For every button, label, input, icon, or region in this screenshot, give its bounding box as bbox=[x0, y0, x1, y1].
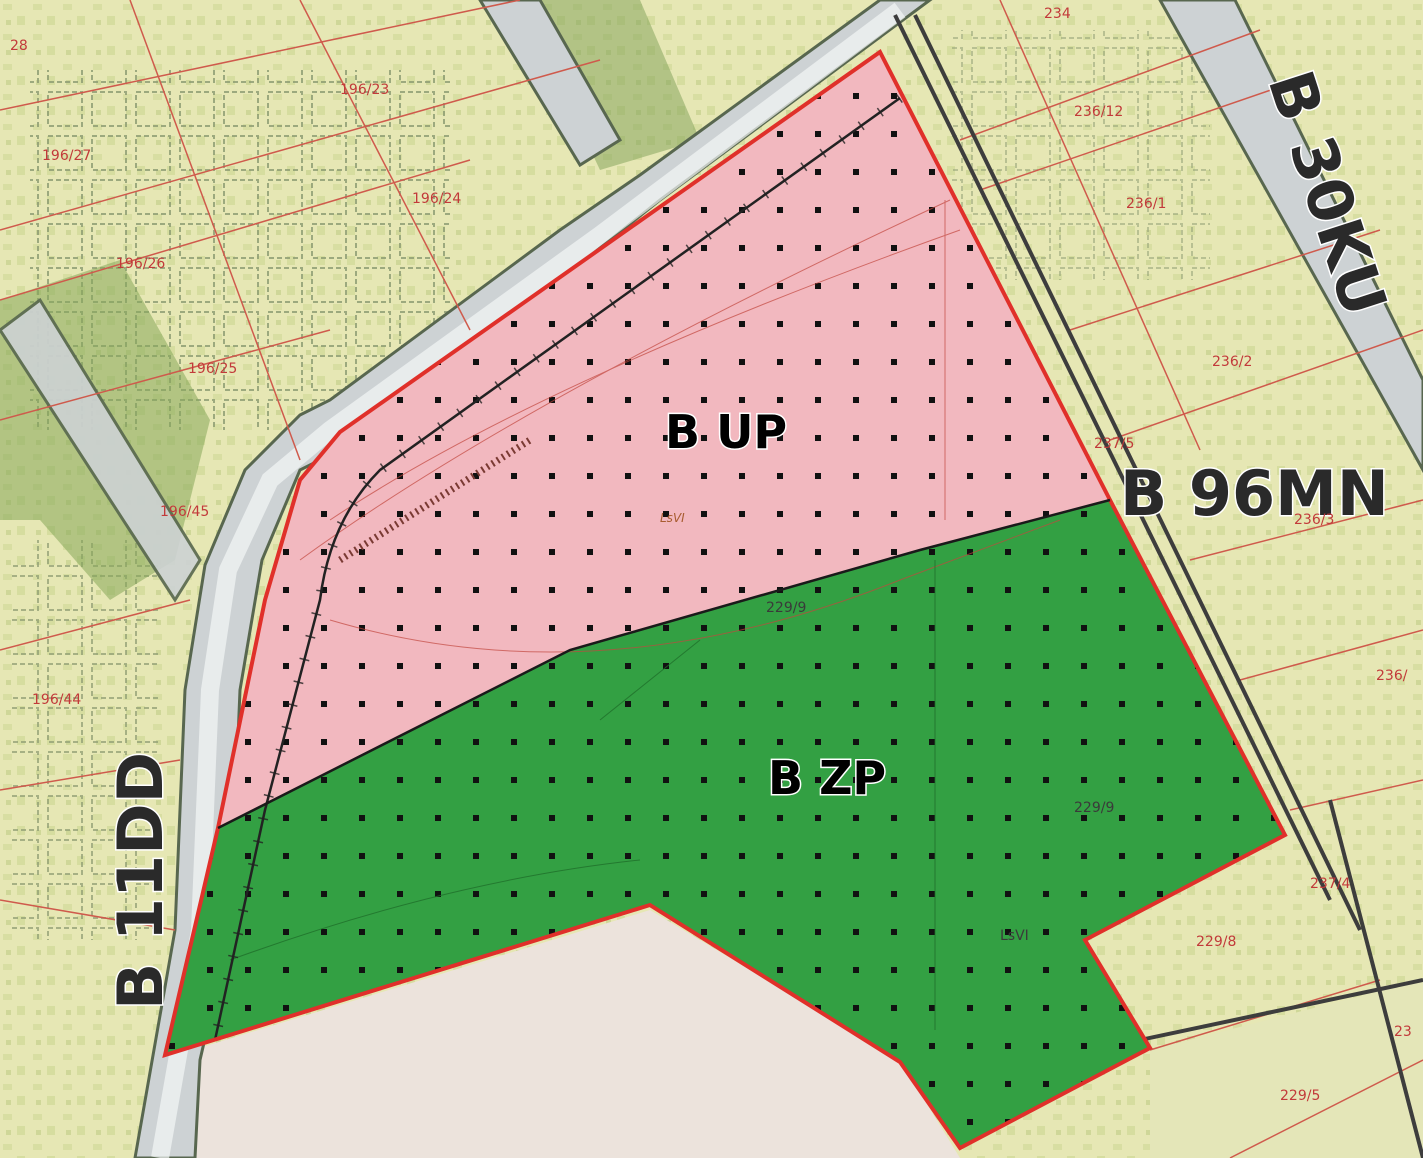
parcel-237-5: 237/5 bbox=[1094, 436, 1134, 452]
road-west bbox=[133, 0, 933, 1158]
parcel-236-1: 236/1 bbox=[1126, 196, 1166, 212]
landuse-note-up: LsVI bbox=[660, 511, 685, 525]
parcel-229-9-zp: 229/9 bbox=[1074, 800, 1114, 816]
parcel-196-45: 196/45 bbox=[160, 504, 209, 520]
parcel-196-23: 196/23 bbox=[340, 82, 389, 98]
internal-contours-green bbox=[229, 560, 936, 1030]
parcel-236-12: 236/12 bbox=[1074, 104, 1123, 120]
parcel-229-8: 229/8 bbox=[1196, 934, 1236, 950]
road-north-spur bbox=[478, 0, 623, 168]
parcel-196-26: 196/26 bbox=[116, 256, 165, 272]
terrain-edge-line bbox=[213, 96, 901, 1041]
parcel-236-edge: 236/ bbox=[1376, 668, 1408, 684]
internal-contours bbox=[299, 199, 1061, 653]
parcel-196-25: 196/25 bbox=[188, 361, 237, 377]
road-label-east: B 96MN bbox=[1120, 457, 1389, 530]
road-label-west: B 11DD bbox=[104, 752, 177, 1010]
parcel-229-5: 229/5 bbox=[1280, 1088, 1320, 1104]
parcel-196-24: 196/24 bbox=[412, 191, 461, 207]
parcel-229-9-divider: 229/9 bbox=[766, 600, 806, 616]
bottom-right-area bbox=[1150, 980, 1423, 1158]
parcel-196-44: 196/44 bbox=[32, 692, 81, 708]
zone-up-label: B UP bbox=[665, 405, 787, 459]
parcel-236-2: 236/2 bbox=[1212, 354, 1252, 370]
parcel-23-edge: 23 bbox=[1394, 1024, 1412, 1040]
parcel-236-3: 236/3 bbox=[1294, 512, 1334, 528]
zone-divider bbox=[217, 498, 1111, 830]
zone-up-dots bbox=[218, 52, 1110, 828]
landuse-note-zp: LsVI bbox=[1000, 928, 1029, 944]
zone-zp-label: B ZP bbox=[768, 751, 886, 805]
zone-zp-dots bbox=[165, 500, 1285, 1148]
building-block-sw bbox=[10, 540, 160, 940]
parcel-196-27: 196/27 bbox=[42, 148, 91, 164]
road-west-far bbox=[0, 297, 202, 603]
parcel-234: 234 bbox=[1044, 6, 1071, 22]
bottom-open-area bbox=[160, 910, 960, 1158]
parcel-28: 28 bbox=[10, 38, 28, 54]
retaining-wall bbox=[338, 437, 532, 563]
parcel-237-4: 237/4 bbox=[1310, 876, 1350, 892]
dark-boundaries bbox=[893, 14, 1423, 1158]
zone-boundary bbox=[162, 49, 1288, 1151]
